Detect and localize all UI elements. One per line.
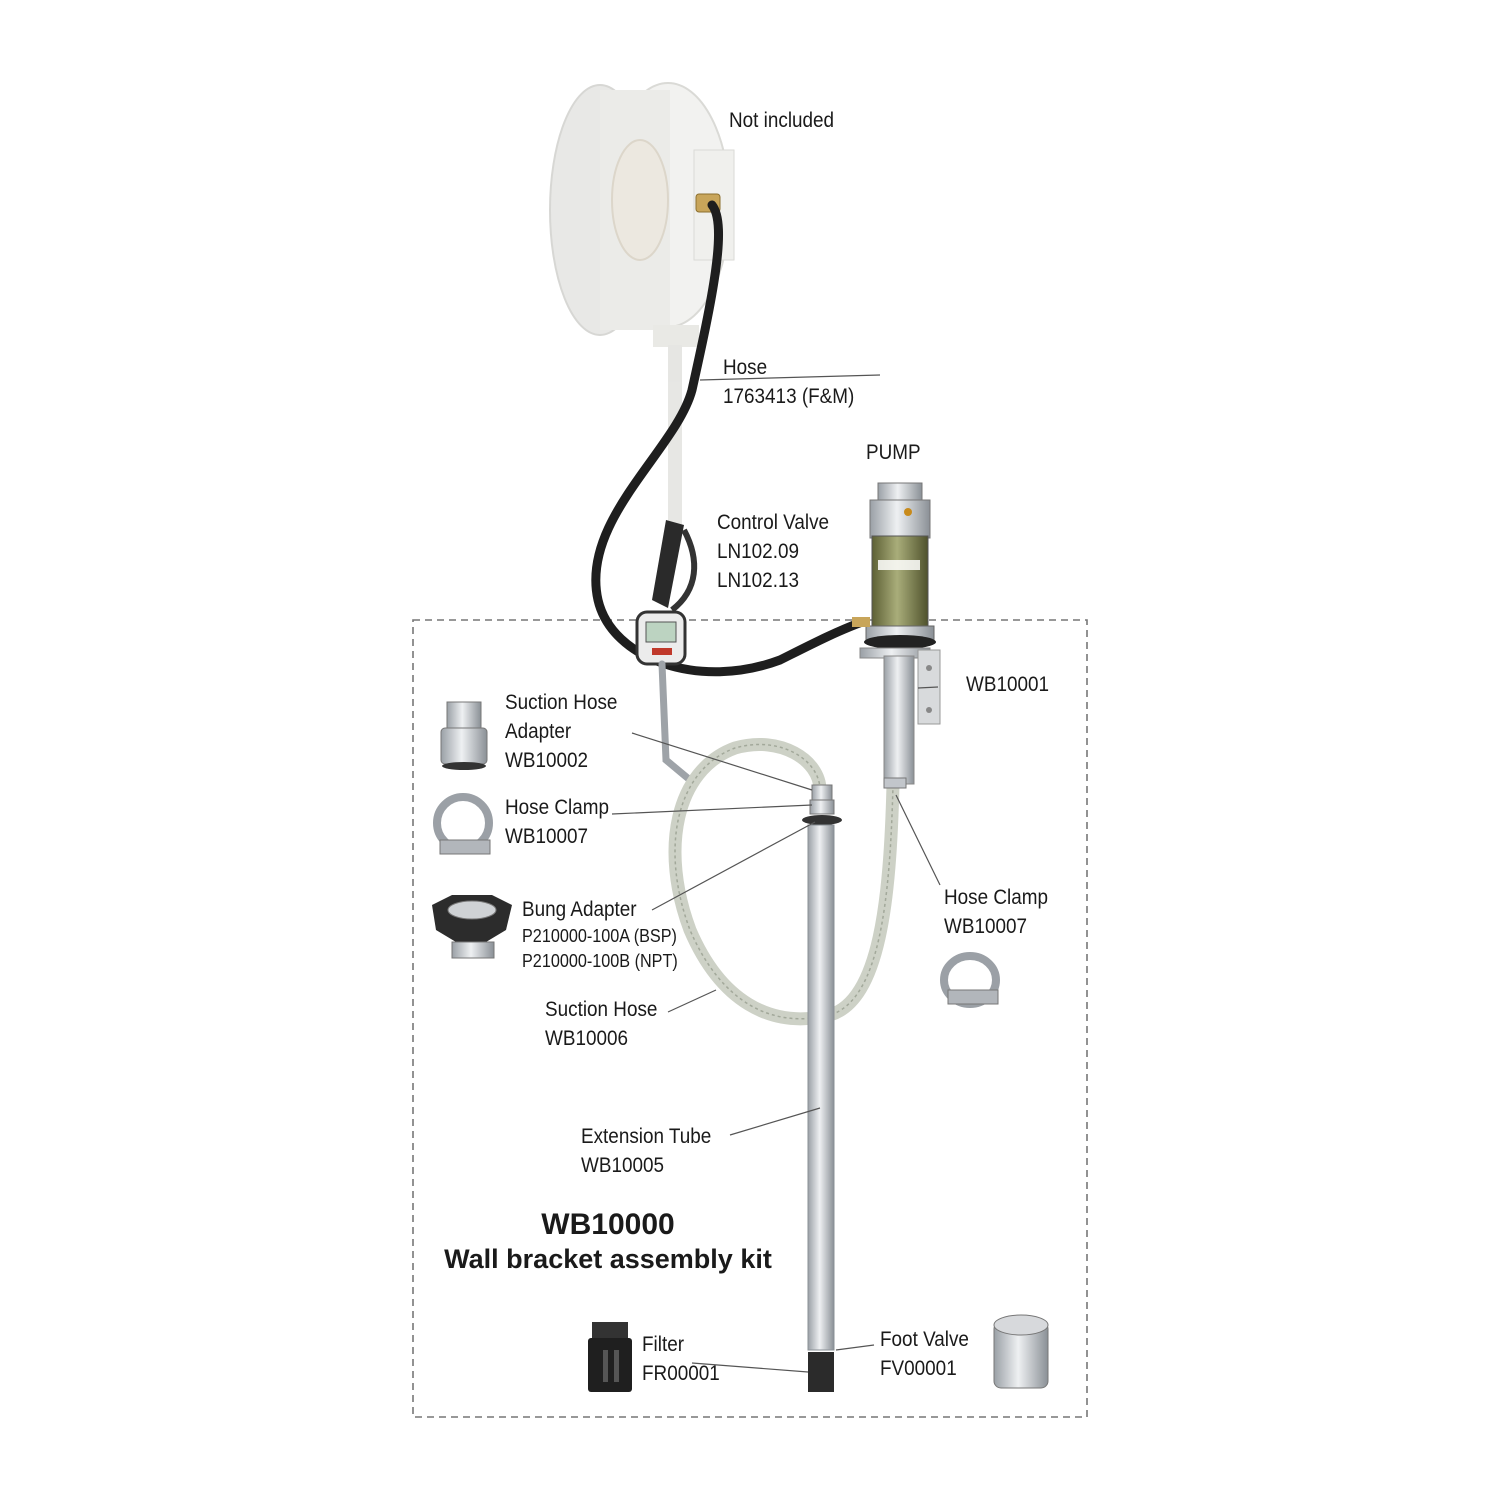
suction-hose-adapter-code: WB10002 bbox=[505, 749, 589, 772]
bung-adapter-label: Bung Adapter P210000-100A (BSP) P210000-… bbox=[522, 895, 678, 974]
foot-valve-name: Foot Valve bbox=[880, 1328, 969, 1351]
filter-part bbox=[588, 1322, 632, 1392]
pump-text: PUMP bbox=[866, 441, 921, 464]
suction-hose-code: WB10006 bbox=[545, 1027, 629, 1050]
pump-label: PUMP bbox=[866, 438, 921, 467]
kit-name: Wall bracket assembly kit bbox=[444, 1244, 772, 1274]
discharge-hose bbox=[591, 200, 867, 677]
control-valve-code2: LN102.13 bbox=[717, 569, 799, 592]
control-valve bbox=[635, 520, 698, 784]
extension-tube bbox=[802, 784, 842, 1392]
filter-name: Filter bbox=[642, 1333, 685, 1356]
suction-hose-label: Suction Hose WB10006 bbox=[545, 995, 657, 1053]
foot-valve-code: FV00001 bbox=[880, 1357, 957, 1380]
hose-code: 1763413 (F&M) bbox=[723, 385, 855, 408]
wall-bracket bbox=[859, 647, 941, 785]
hose-clamp-left-code: WB10007 bbox=[505, 825, 589, 848]
bung-adapter-name: Bung Adapter bbox=[522, 898, 637, 921]
suction-hose-adapter-line2: Adapter bbox=[505, 720, 572, 743]
suction-hose-adapter-label: Suction Hose Adapter WB10002 bbox=[505, 688, 617, 775]
hose-clamp-left-label: Hose Clamp WB10007 bbox=[505, 793, 609, 851]
hose-clamp-left-part bbox=[433, 793, 493, 855]
pump-hose-clamp bbox=[883, 777, 907, 789]
bung-adapter-part bbox=[432, 895, 512, 959]
bung-adapter-code1: P210000-100A (BSP) bbox=[522, 926, 677, 946]
hose-clamp-left-name: Hose Clamp bbox=[505, 796, 609, 819]
control-valve-name: Control Valve bbox=[717, 511, 830, 534]
not-included-text: Not included bbox=[729, 109, 835, 132]
hose-clamp-right-name: Hose Clamp bbox=[944, 886, 1048, 909]
control-valve-code1: LN102.09 bbox=[717, 540, 799, 563]
extension-tube-label: Extension Tube WB10005 bbox=[581, 1122, 711, 1180]
kit-code: WB10000 bbox=[541, 1208, 675, 1241]
pump-unit bbox=[852, 482, 936, 649]
not-included-label: Not included bbox=[729, 106, 834, 135]
hose-clamp-right-label: Hose Clamp WB10007 bbox=[944, 883, 1048, 941]
hose-clamp-right-code: WB10007 bbox=[944, 915, 1028, 938]
filter-code: FR00001 bbox=[642, 1362, 720, 1385]
foot-valve-part bbox=[993, 1314, 1049, 1389]
suction-hose bbox=[668, 738, 900, 1026]
extension-tube-name: Extension Tube bbox=[581, 1125, 712, 1148]
suction-hose-adapter-line1: Suction Hose bbox=[505, 691, 618, 714]
hose-reel bbox=[549, 82, 735, 525]
wall-bracket-label: WB10001 bbox=[966, 670, 1049, 699]
foot-valve-label: Foot Valve FV00001 bbox=[880, 1325, 969, 1383]
wall-bracket-code: WB10001 bbox=[966, 673, 1050, 696]
hose-label: Hose 1763413 (F&M) bbox=[723, 353, 854, 411]
hose-clamp-right-part bbox=[940, 952, 1000, 1008]
control-valve-label: Control Valve LN102.09 LN102.13 bbox=[717, 508, 829, 595]
hose-name: Hose bbox=[723, 356, 768, 379]
kit-boundary bbox=[412, 619, 1088, 1418]
bung-adapter-code2: P210000-100B (NPT) bbox=[522, 951, 678, 971]
suction-hose-name: Suction Hose bbox=[545, 998, 658, 1021]
extension-tube-code: WB10005 bbox=[581, 1154, 665, 1177]
leader-lines bbox=[611, 374, 941, 1373]
filter-label: Filter FR00001 bbox=[642, 1330, 720, 1388]
suction-hose-adapter-part bbox=[440, 701, 488, 770]
